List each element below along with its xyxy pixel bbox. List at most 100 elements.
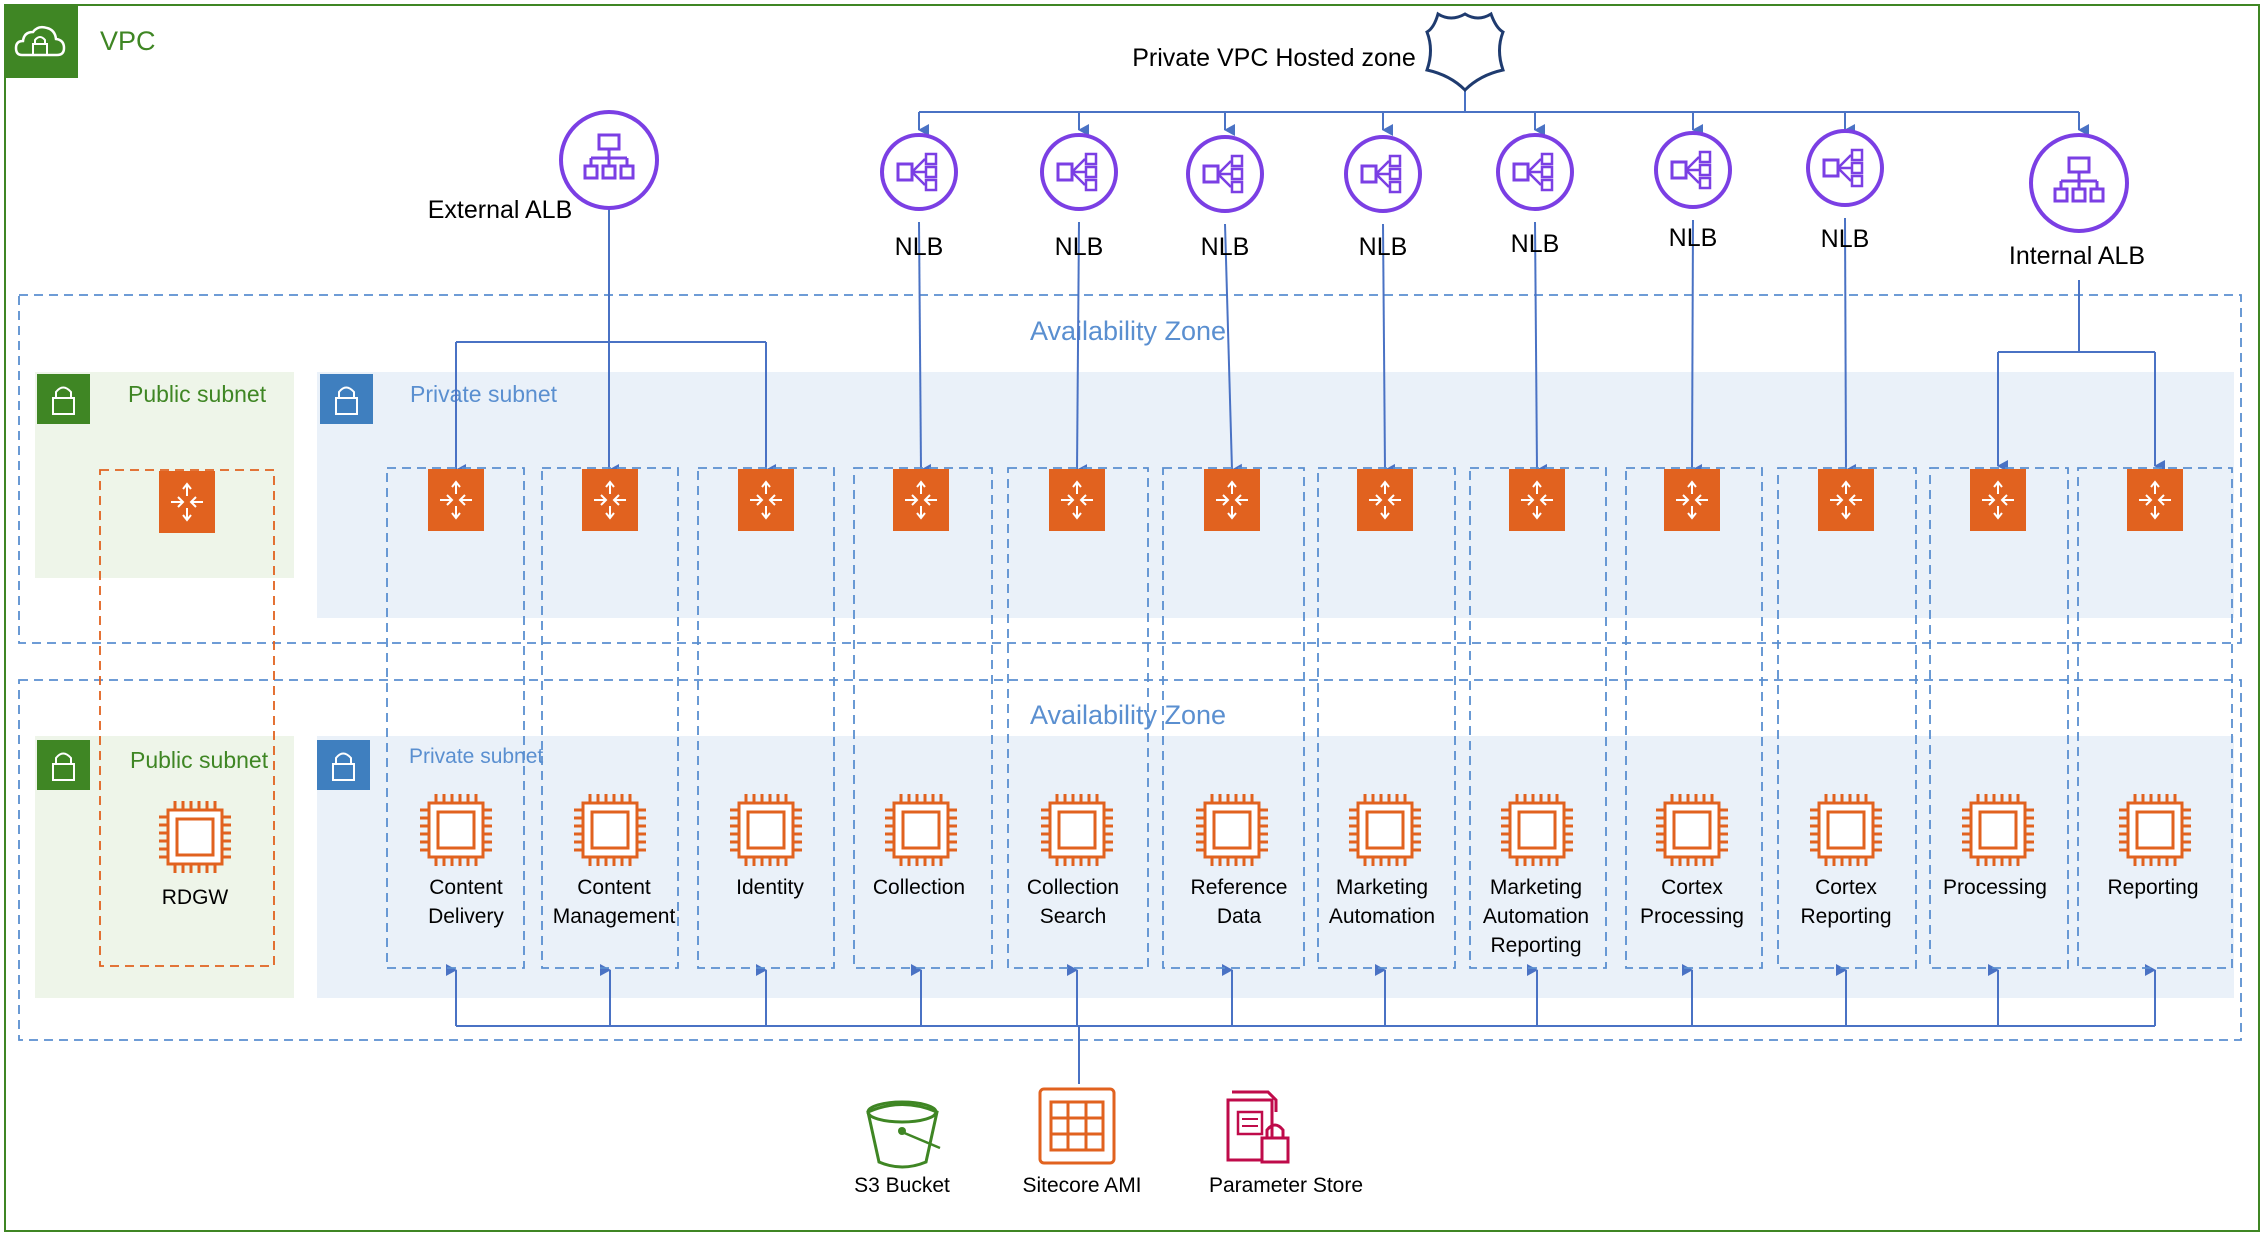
nat-gateway-icon xyxy=(1970,469,2026,531)
ec2-instance-icon xyxy=(420,794,492,866)
instance-label: Cortex xyxy=(1815,876,1877,899)
autoscaling-group xyxy=(386,467,525,969)
vpc-boundary xyxy=(4,4,2260,1232)
autoscaling-group xyxy=(1777,467,1917,969)
nlb-label: NLB xyxy=(1669,224,1718,252)
instance-label: Identity xyxy=(736,876,804,899)
autoscaling-group xyxy=(1162,467,1305,969)
vpc-icon xyxy=(5,5,78,78)
service-column-3: Identity xyxy=(697,467,835,969)
service-column-4: Collection xyxy=(853,467,993,969)
instance-label: Reporting xyxy=(1800,905,1891,928)
ami-label: Sitecore AMI xyxy=(1022,1174,1141,1197)
public-subnet-2-label: Public subnet xyxy=(130,747,269,773)
public-subnet-2-lock-icon xyxy=(37,740,90,790)
instance-label: Content xyxy=(577,876,651,899)
instance-label: Automation xyxy=(1483,905,1589,928)
instance-label: Reference xyxy=(1191,876,1288,899)
nat-gateway-icon xyxy=(1204,469,1260,531)
autoscaling-group xyxy=(853,467,993,969)
public-subnet-1-lock-icon xyxy=(37,374,90,424)
availability-zone-2-label: Availability Zone xyxy=(1030,700,1226,730)
parameter-store-label: Parameter Store xyxy=(1209,1174,1363,1197)
rdgw-ec2-icon xyxy=(159,801,231,873)
rdgw-group xyxy=(99,469,275,967)
nlb-icon xyxy=(1344,135,1422,213)
ec2-instance-icon xyxy=(2119,794,2191,866)
nlb-icon xyxy=(1040,133,1118,211)
instance-label: Collection xyxy=(1027,876,1119,899)
availability-zone-1 xyxy=(18,294,2242,644)
nat-gateway-icon xyxy=(1664,469,1720,531)
availability-zone-2 xyxy=(18,679,2242,1041)
rdgw-nat-icon xyxy=(159,471,215,533)
ec2-instance-icon xyxy=(885,794,957,866)
ec2-instance-icon xyxy=(1501,794,1573,866)
s3-bucket-label: S3 Bucket xyxy=(854,1174,950,1197)
s3-bucket-icon xyxy=(866,1100,941,1169)
nlb-icon xyxy=(880,133,958,211)
ec2-instance-icon xyxy=(730,794,802,866)
autoscaling-group xyxy=(1929,467,2069,969)
instance-label: Reporting xyxy=(1490,934,1581,957)
instance-label: Collection xyxy=(873,876,965,899)
instance-label: Marketing xyxy=(1490,876,1582,899)
autoscaling-group xyxy=(1469,467,1607,969)
private-subnet-1-lock-icon xyxy=(320,374,373,424)
instance-label: Data xyxy=(1217,905,1262,928)
availability-zone-1-label: Availability Zone xyxy=(1030,316,1226,346)
rdgw-chip-icon xyxy=(159,801,231,873)
service-column-12: Reporting xyxy=(2077,467,2233,969)
external-alb-icon xyxy=(559,110,659,210)
nlb-label: NLB xyxy=(1359,233,1408,261)
nat-gateway-icon xyxy=(1049,469,1105,531)
nat-gateway-icon xyxy=(2127,469,2183,531)
private-subnet-2-bg xyxy=(317,736,2234,998)
nlb-icon xyxy=(1496,133,1574,211)
rdgw-nat-gateway-icon xyxy=(159,471,215,533)
connector-lines xyxy=(446,90,2165,1084)
instance-label: Automation xyxy=(1329,905,1435,928)
rdgw-label: RDGW xyxy=(162,886,229,909)
internal-alb-label: Internal ALB xyxy=(2009,242,2145,270)
autoscaling-group xyxy=(2077,467,2233,969)
autoscaling-group xyxy=(1317,467,1456,969)
internal-alb-icon xyxy=(2029,133,2129,233)
nlb-icon xyxy=(1654,131,1732,209)
nat-gateway-icon xyxy=(1818,469,1874,531)
instance-label: Reporting xyxy=(2107,876,2198,899)
nlb-label: NLB xyxy=(1821,225,1870,253)
nat-gateway-icon xyxy=(1509,469,1565,531)
nlb-icon xyxy=(1806,129,1884,207)
ec2-instance-icon xyxy=(1196,794,1268,866)
public-subnet-1-label: Public subnet xyxy=(128,381,267,407)
instance-label: Marketing xyxy=(1336,876,1428,899)
instance-label: Processing xyxy=(1640,905,1744,928)
hosted-zone-label: Private VPC Hosted zone xyxy=(1132,44,1415,72)
ec2-instance-icon xyxy=(574,794,646,866)
instance-label: Cortex xyxy=(1661,876,1723,899)
nat-gateway-icon xyxy=(893,469,949,531)
ec2-instance-icon xyxy=(1656,794,1728,866)
service-column-11: Processing xyxy=(1929,467,2069,969)
instance-label: Processing xyxy=(1943,876,2047,899)
nlb-label: NLB xyxy=(895,233,944,261)
nat-gateway-icon xyxy=(582,469,638,531)
instance-label: Content xyxy=(429,876,503,899)
ec2-instance-icon xyxy=(1041,794,1113,866)
instance-label: Delivery xyxy=(428,905,504,928)
nlb-label: NLB xyxy=(1055,233,1104,261)
autoscaling-group xyxy=(1007,467,1149,969)
autoscaling-group xyxy=(541,467,679,969)
ec2-instance-icon xyxy=(1962,794,2034,866)
load-balancers xyxy=(559,110,2129,233)
nat-gateway-icon xyxy=(1357,469,1413,531)
